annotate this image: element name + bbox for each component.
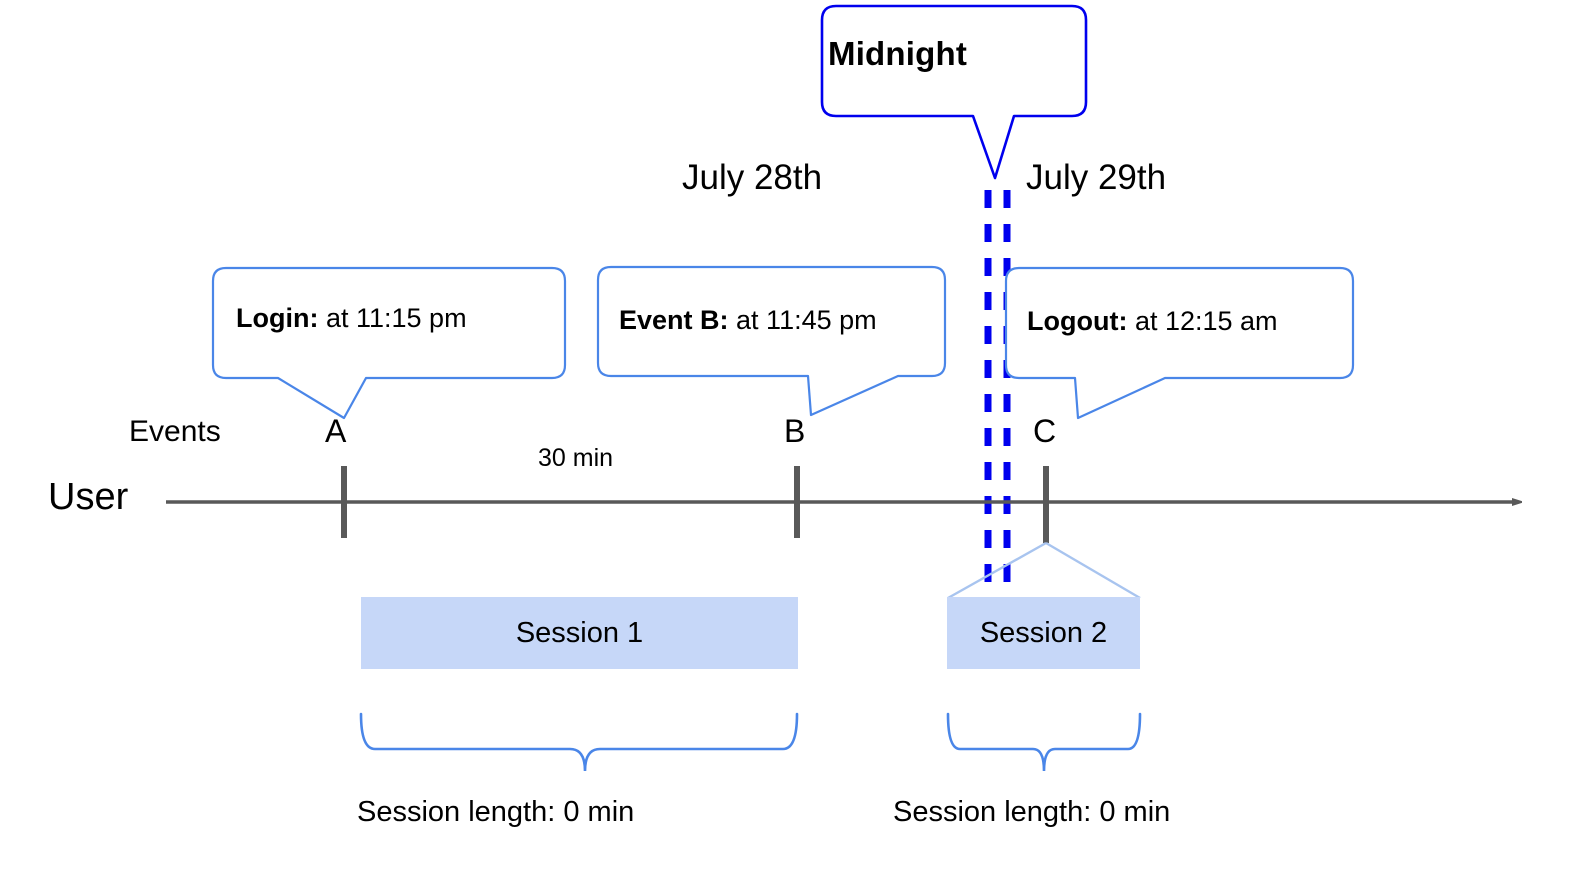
event-callout-c-shape <box>1004 266 1355 420</box>
session-2-label: Session 2 <box>979 616 1108 649</box>
session-2-length-caption: Session length: 0 min <box>893 796 1171 828</box>
session-2-brace <box>946 712 1142 772</box>
event-callout-c-detail: at 12:15 am <box>1127 306 1278 336</box>
events-row-label: Events <box>129 415 221 448</box>
event-point-label-a: A <box>325 413 347 449</box>
session-1-box: Session 1 <box>361 597 798 669</box>
event-point-label-b: B <box>784 413 806 449</box>
session-1-brace <box>359 712 799 772</box>
event-callout-b-title: Event B: <box>619 305 729 335</box>
timeline-axis <box>166 466 1512 543</box>
event-callout-b-text: Event B: at 11:45 pm <box>619 307 877 334</box>
event-callout-b-shape <box>596 265 947 417</box>
event-callout-c-text: Logout: at 12:15 am <box>1027 308 1278 335</box>
session-2-box: Session 2 <box>947 597 1140 669</box>
gap-duration-label: 30 min <box>538 444 614 472</box>
event-callout-b-detail: at 11:45 pm <box>728 305 877 335</box>
event-callout-a-title: Login: <box>236 303 319 333</box>
midnight-divider-lines <box>984 190 1011 582</box>
session-1-label: Session 1 <box>515 616 644 649</box>
date-label-july-29: July 29th <box>1026 158 1167 197</box>
event-point-label-c: C <box>1033 413 1057 449</box>
event-callout-c-title: Logout: <box>1027 306 1128 336</box>
midnight-label: Midnight <box>828 35 968 72</box>
user-row-label: User <box>48 476 129 518</box>
event-callout-a-shape <box>211 266 567 420</box>
session-2-leader-lines <box>947 541 1141 600</box>
event-callout-a-text: Login: at 11:15 pm <box>236 305 467 332</box>
event-callout-a-detail: at 11:15 pm <box>318 303 467 333</box>
session-1-length-caption: Session length: 0 min <box>357 796 635 828</box>
date-label-july-28: July 28th <box>682 158 823 197</box>
midnight-callout-shape <box>820 4 1088 180</box>
